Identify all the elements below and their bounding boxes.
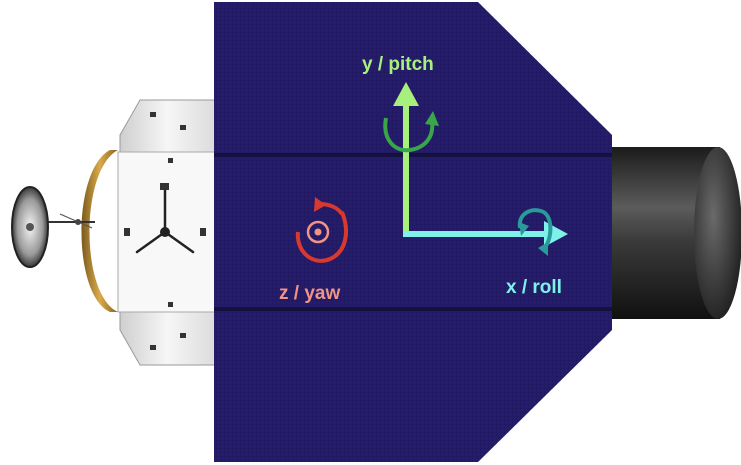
- service-module: [117, 99, 216, 366]
- heat-shield-ring: [81, 150, 118, 312]
- out-of-page-dot-icon: [295, 197, 348, 263]
- clockwise-rotation-arrow-icon: [383, 111, 439, 153]
- pitch-axis: [393, 82, 419, 234]
- antenna-dish-icon: [11, 186, 95, 268]
- yaw-axis-label: z / yaw: [279, 283, 340, 304]
- engine-cylinder: [600, 147, 741, 319]
- roll-rotation-arrow-icon: [517, 208, 553, 256]
- roll-axis-label: x / roll: [506, 277, 562, 298]
- pitch-axis-label: y / pitch: [362, 54, 434, 75]
